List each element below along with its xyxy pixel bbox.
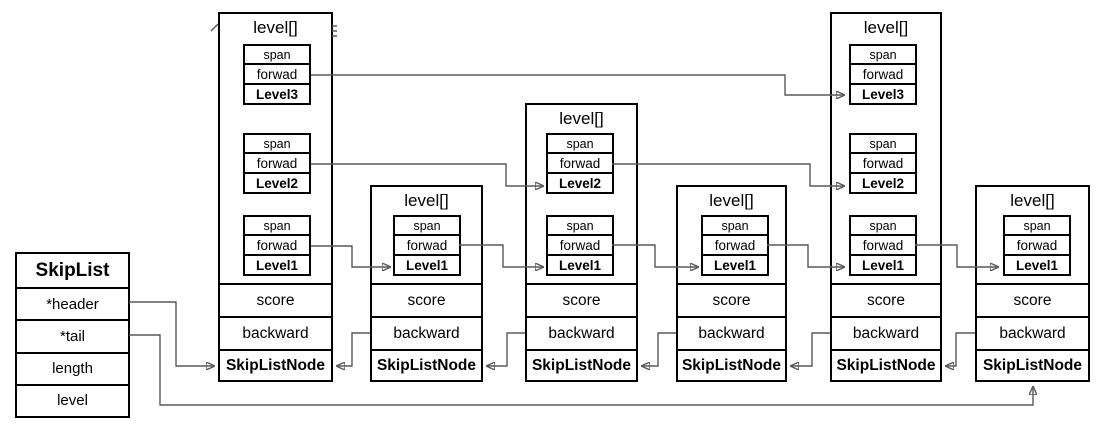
backward-cell: backward: [372, 316, 481, 349]
node-6-bottom-rows: score backward SkipListNode: [977, 283, 1088, 380]
span-cell: span: [566, 136, 594, 151]
node-3-title: level[]: [559, 109, 604, 128]
level-label: Level1: [395, 254, 459, 274]
score-cell: score: [678, 283, 785, 316]
node-4-level1-box: span forwad Level1: [701, 215, 769, 276]
skiplist-field-length: length: [17, 351, 128, 384]
node-4-title: level[]: [709, 191, 754, 210]
node-5-level3-box: span forwad Level3: [849, 44, 917, 105]
arrow-forward-level2-n1-n3: [311, 163, 543, 186]
span-cell: span: [413, 218, 441, 233]
node-1-level1-box: span forwad Level1: [243, 215, 311, 276]
level-label: Level3: [851, 83, 915, 103]
arrow-header-to-n1: [129, 301, 214, 366]
skiplist-title: SkipList: [35, 259, 110, 281]
forward-cell: forwad: [703, 234, 767, 254]
skiplist-struct-box: SkipList *header *tail length level: [15, 252, 130, 418]
forward-cell: forwad: [245, 234, 309, 254]
node-2-bottom-rows: score backward SkipListNode: [372, 283, 481, 380]
score-cell: score: [832, 283, 940, 316]
level-label: Level1: [548, 254, 612, 274]
backward-cell: backward: [832, 316, 940, 349]
span-cell: span: [263, 218, 291, 233]
level-label: Level2: [548, 172, 612, 192]
node-5-level2-box: span forwad Level2: [849, 133, 917, 194]
arrow-backward-n2-n1: [337, 332, 370, 366]
node-5-title: level[]: [863, 18, 909, 37]
node-1-bottom-rows: score backward SkipListNode: [220, 283, 331, 380]
skiplist-field-level: level: [17, 383, 128, 416]
forward-cell: forwad: [851, 63, 915, 83]
span-cell: span: [721, 218, 749, 233]
forward-cell: forwad: [548, 234, 612, 254]
node-1-level2-box: span forwad Level2: [243, 133, 311, 194]
span-cell: span: [1023, 218, 1051, 233]
node-type-cell: SkipListNode: [220, 349, 331, 380]
forward-cell: forwad: [245, 152, 309, 172]
node-type-cell: SkipListNode: [678, 349, 785, 380]
arrow-forward-level2-n3-n5: [612, 163, 844, 186]
arrow-backward-n6-n5: [946, 332, 975, 366]
node-6-level1-box: span forwad Level1: [1003, 215, 1071, 276]
forward-cell: forwad: [1005, 234, 1069, 254]
node-5: level[] span forwad Level3 span forwad L…: [830, 12, 942, 382]
node-3-level1-box: span forwad Level1: [546, 215, 614, 276]
skiplist-field-tail: *tail: [17, 319, 128, 351]
span-cell: span: [869, 47, 897, 62]
arrow-backward-n5-n4: [791, 332, 830, 366]
level-label: Level1: [703, 254, 767, 274]
node-type-cell: SkipListNode: [977, 349, 1088, 380]
forward-cell: forwad: [395, 234, 459, 254]
span-cell: span: [566, 218, 594, 233]
score-cell: score: [220, 283, 331, 316]
arrow-backward-n4-n3: [642, 332, 676, 366]
score-cell: score: [977, 283, 1088, 316]
level-label: Level1: [245, 254, 309, 274]
node-6: level[] span forwad Level1 score backwar…: [975, 185, 1090, 382]
backward-cell: backward: [977, 316, 1088, 349]
node-1: level[] span forwad Level3 span forwad L…: [218, 12, 333, 382]
span-cell: span: [263, 47, 291, 62]
forward-cell: forwad: [548, 152, 612, 172]
node-5-level1-box: span forwad Level1: [849, 215, 917, 276]
score-cell: score: [372, 283, 481, 316]
level-label: Level2: [851, 172, 915, 192]
arrow-backward-n3-n2: [487, 332, 525, 366]
node-6-title: level[]: [1010, 191, 1055, 210]
node-3-bottom-rows: score backward SkipListNode: [527, 283, 636, 380]
node-2-title: level[]: [404, 191, 449, 210]
level-label: Level1: [851, 254, 915, 274]
node-4: level[] span forwad Level1 score backwar…: [676, 185, 787, 382]
node-type-cell: SkipListNode: [527, 349, 636, 380]
backward-cell: backward: [220, 316, 331, 349]
node-type-cell: SkipListNode: [372, 349, 481, 380]
node-5-bottom-rows: score backward SkipListNode: [832, 283, 940, 380]
node-4-bottom-rows: score backward SkipListNode: [678, 283, 785, 380]
level-label: Level3: [245, 83, 309, 103]
forward-cell: forwad: [245, 63, 309, 83]
node-3: level[] span forwad Level2 span forwad L…: [525, 103, 638, 382]
stray-mark-diagonal: [210, 23, 219, 32]
node-type-cell: SkipListNode: [832, 349, 940, 380]
level-label: Level2: [245, 172, 309, 192]
backward-cell: backward: [527, 316, 636, 349]
level-label: Level1: [1005, 254, 1069, 274]
skiplist-field-header: *header: [17, 287, 128, 319]
span-cell: span: [869, 136, 897, 151]
forward-cell: forwad: [851, 152, 915, 172]
node-1-title: level[]: [253, 18, 298, 37]
node-2: level[] span forwad Level1 score backwar…: [370, 185, 483, 382]
arrow-forward-level3-n1-n5: [311, 74, 844, 95]
node-3-level2-box: span forwad Level2: [546, 133, 614, 194]
span-cell: span: [869, 218, 897, 233]
forward-cell: forwad: [851, 234, 915, 254]
score-cell: score: [527, 283, 636, 316]
node-1-level3-box: span forwad Level3: [243, 44, 311, 105]
node-2-level1-box: span forwad Level1: [393, 215, 461, 276]
backward-cell: backward: [678, 316, 785, 349]
span-cell: span: [263, 136, 291, 151]
